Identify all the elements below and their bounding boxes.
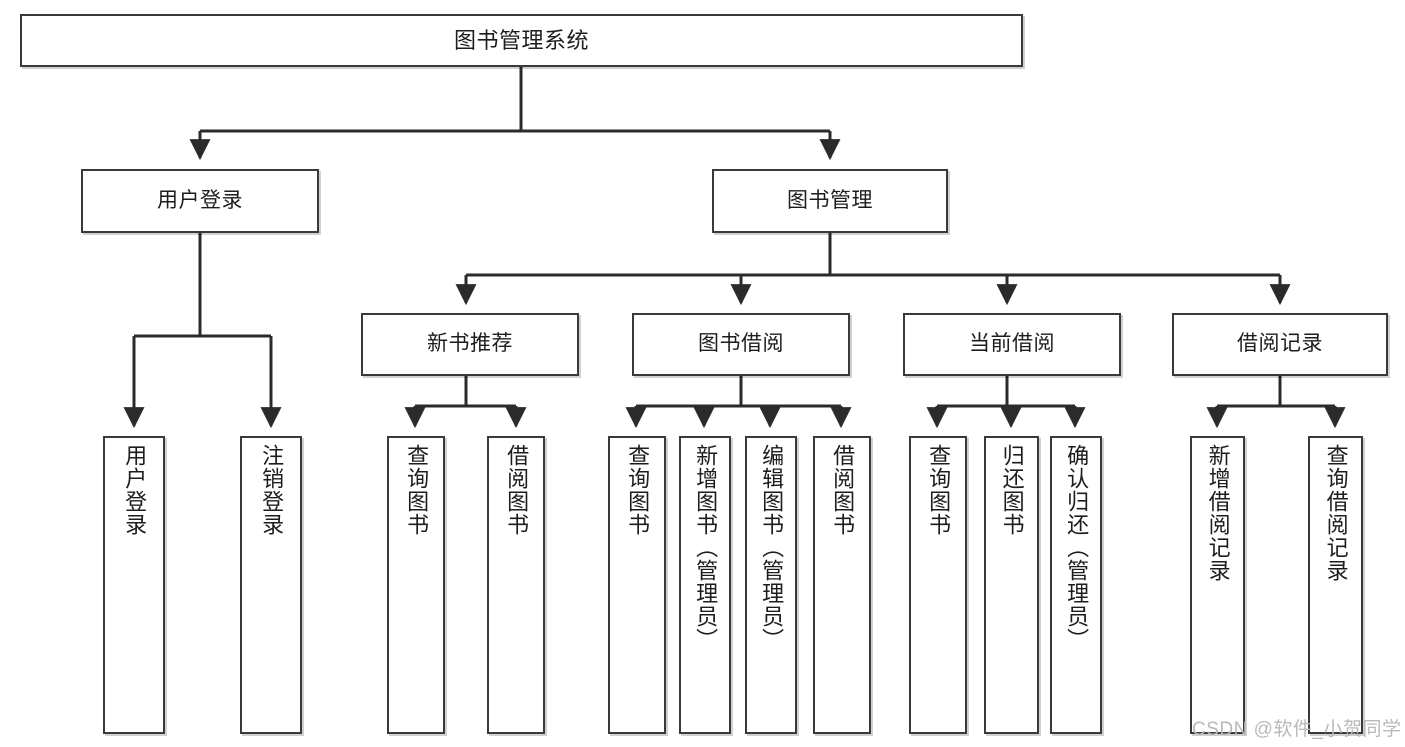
node-label: 借阅图书 [830,444,856,536]
node-label: 新增图书（管理员） [693,444,719,651]
node-new-book-recommend[interactable]: 新书推荐 [361,313,579,376]
node-label: 新增借阅记录 [1205,444,1231,582]
node-label: 新书推荐 [427,332,513,356]
node-book-borrow[interactable]: 图书借阅 [632,313,850,376]
node-label: 确认归还（管理员） [1064,444,1090,651]
node-leaf-add-book[interactable]: 新增图书（管理员） [679,436,731,734]
node-current-borrow[interactable]: 当前借阅 [903,313,1121,376]
node-label: 编辑图书（管理员） [759,444,785,651]
node-book-manage[interactable]: 图书管理 [712,169,948,233]
node-leaf-query-book-rec[interactable]: 查询图书 [387,436,445,734]
csdn-watermark: CSDN @软件_小贺同学 [1192,719,1402,740]
node-label: 归还图书 [999,444,1025,536]
node-leaf-user-login[interactable]: 用户登录 [103,436,165,734]
node-leaf-add-record[interactable]: 新增借阅记录 [1190,436,1245,734]
node-label: 借阅图书 [504,444,530,536]
node-label: 查询图书 [926,444,952,536]
node-label: 图书借阅 [698,332,784,356]
node-label: 查询图书 [625,444,651,536]
node-leaf-confirm-return[interactable]: 确认归还（管理员） [1050,436,1102,734]
node-leaf-return-book[interactable]: 归还图书 [984,436,1039,734]
node-label: 图书管理 [787,188,873,212]
node-label: 借阅记录 [1237,332,1323,356]
node-leaf-user-logout[interactable]: 注销登录 [240,436,302,734]
node-leaf-borrow-book-rec[interactable]: 借阅图书 [487,436,545,734]
node-root-system[interactable]: 图书管理系统 [20,14,1023,67]
node-leaf-edit-book[interactable]: 编辑图书（管理员） [745,436,797,734]
node-label: 查询图书 [404,444,430,536]
node-leaf-query-book-borrow[interactable]: 查询图书 [608,436,666,734]
node-label: 当前借阅 [969,332,1055,356]
node-leaf-query-book-cur[interactable]: 查询图书 [909,436,967,734]
node-label: 图书管理系统 [453,27,589,53]
node-label: 查询借阅记录 [1323,444,1349,582]
node-leaf-query-record[interactable]: 查询借阅记录 [1308,436,1363,734]
node-leaf-borrow-book[interactable]: 借阅图书 [813,436,871,734]
node-label: 用户登录 [157,188,243,212]
node-user-login[interactable]: 用户登录 [81,169,319,233]
node-borrow-record[interactable]: 借阅记录 [1172,313,1388,376]
node-label: 用户登录 [122,444,148,536]
node-label: 注销登录 [259,444,285,536]
